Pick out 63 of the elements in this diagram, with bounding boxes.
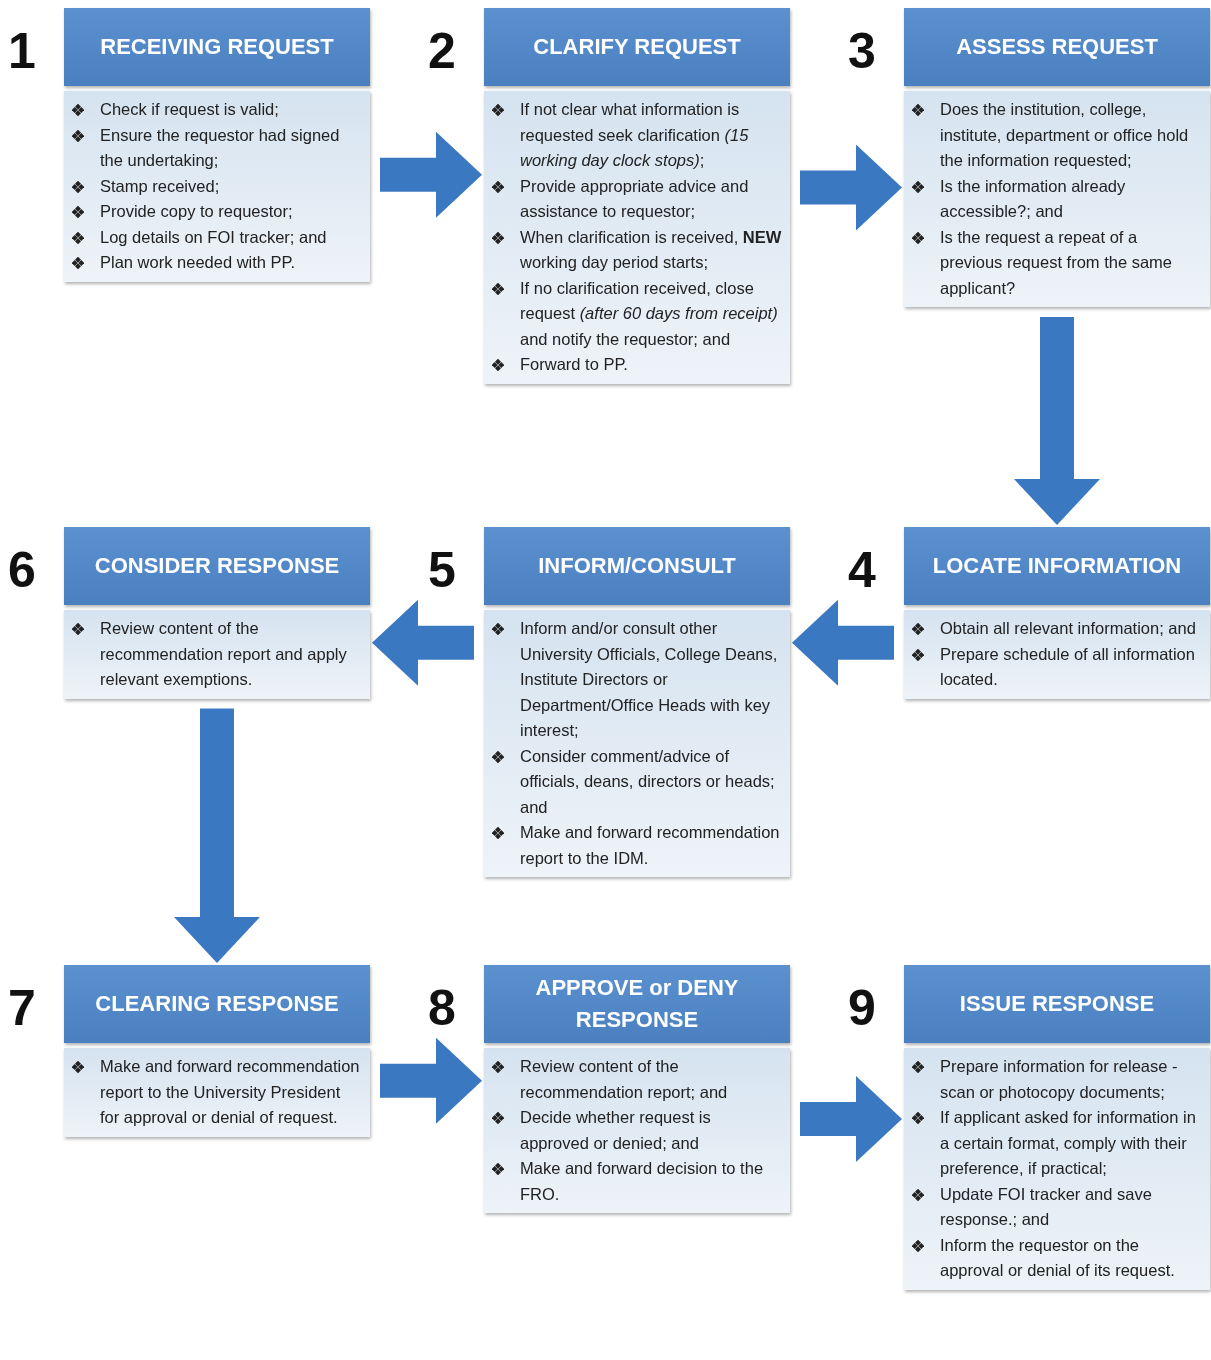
bullet-text: Decide whether request is approved or denied; and bbox=[520, 1108, 711, 1152]
bullet-text: Provide copy to requestor; bbox=[100, 202, 293, 220]
bullet-text: If not clear what information is requested seek clarification (15 working day clock stops); bbox=[520, 100, 749, 169]
bullet-text: Plan work needed with PP. bbox=[100, 253, 296, 271]
bullet-text: Consider comment/advice of officials, deans, directors or heads; and bbox=[520, 746, 775, 816]
bullet-text: When clarification is received, NEW working day period starts; bbox=[520, 227, 782, 271]
bullet-text: Review content of the recommendation report and apply relevant exemptions. bbox=[100, 619, 347, 688]
step-number: 1 bbox=[8, 26, 36, 76]
block-arrow bbox=[174, 708, 260, 963]
bullet-text: Prepare schedule of all information located. bbox=[940, 644, 1195, 688]
bullet-text: Does the institution, college, institute, department or office hold the information requested; bbox=[940, 100, 1189, 169]
block-arrow bbox=[800, 1076, 902, 1162]
step-card bbox=[484, 965, 790, 1213]
block-arrow bbox=[800, 144, 902, 231]
bullet-text: If no clarification received, close request (after 60 days from receipt) and notify the requestor; and bbox=[520, 278, 778, 348]
bullet-text: Make and forward recommendation report to the University President for approval or denial of request. bbox=[100, 1057, 360, 1126]
bullet-text: Is the information already accessible?; and bbox=[940, 176, 1126, 220]
step-card bbox=[904, 527, 1210, 699]
step-number: 3 bbox=[848, 26, 876, 76]
step-card bbox=[64, 527, 370, 699]
step-header: INFORM/CONSULT bbox=[484, 527, 790, 605]
step-header: CLEARING RESPONSE bbox=[64, 965, 370, 1043]
bullet-text: Inform the requestor on the approval or denial of its request. bbox=[940, 1235, 1175, 1279]
step-number: 4 bbox=[848, 545, 876, 595]
step-number: 6 bbox=[8, 545, 36, 595]
block-arrow bbox=[380, 131, 482, 218]
step-number: 7 bbox=[8, 983, 36, 1033]
bullet-text: Ensure the requestor had signed the undertaking; bbox=[100, 125, 340, 169]
step-number: 8 bbox=[428, 983, 456, 1033]
step-header: CONSIDER RESPONSE bbox=[64, 527, 370, 605]
step-header: CLARIFY REQUEST bbox=[484, 8, 790, 86]
bullet-text: Obtain all relevant information; and bbox=[940, 619, 1196, 637]
bullet-text: Prepare information for release - scan or photocopy documents; bbox=[940, 1057, 1178, 1101]
step-card bbox=[64, 8, 370, 282]
step-header: APPROVE or DENY RESPONSE bbox=[484, 965, 790, 1043]
step-number: 9 bbox=[848, 983, 876, 1033]
bullet-text: Make and forward decision to the FRO. bbox=[520, 1159, 764, 1203]
bullet-text: Inform and/or consult other University Officials, College Deans, Institute Directors or Department/Office Heads with key interest; bbox=[520, 619, 778, 739]
bullet-text: Make and forward recommendation report to the IDM. bbox=[520, 823, 780, 867]
step-header: ISSUE RESPONSE bbox=[904, 965, 1210, 1043]
block-arrow bbox=[792, 599, 894, 686]
bullet-text: Check if request is valid; bbox=[100, 100, 279, 118]
step-header: LOCATE INFORMATION bbox=[904, 527, 1210, 605]
step-number: 2 bbox=[428, 26, 456, 76]
step-card bbox=[484, 527, 790, 877]
bullet-text: Stamp received; bbox=[100, 176, 220, 195]
step-number: 5 bbox=[428, 545, 456, 595]
bullet-text: Provide appropriate advice and assistance to requestor; bbox=[520, 176, 749, 220]
bullet-text: If applicant asked for information in a certain format, comply with their preference, if practical; bbox=[940, 1108, 1196, 1177]
step-card bbox=[904, 8, 1210, 307]
bullet-text: Review content of the recommendation report; and bbox=[520, 1057, 728, 1101]
block-arrow bbox=[380, 1037, 482, 1124]
step-card bbox=[64, 965, 370, 1137]
step-card bbox=[484, 8, 790, 384]
step-card bbox=[904, 965, 1210, 1290]
bullet-text: Update FOI tracker and save response.; and bbox=[940, 1184, 1152, 1228]
block-arrow bbox=[372, 599, 474, 686]
bullet-text: Log details on FOI tracker; and bbox=[100, 227, 327, 246]
bullet-text: Is the request a repeat of a previous request from the same applicant? bbox=[940, 227, 1173, 297]
step-header: RECEIVING REQUEST bbox=[64, 8, 370, 86]
block-arrow bbox=[1014, 317, 1100, 525]
bullet-text: Forward to PP. bbox=[520, 355, 628, 373]
step-header: ASSESS REQUEST bbox=[904, 8, 1210, 86]
